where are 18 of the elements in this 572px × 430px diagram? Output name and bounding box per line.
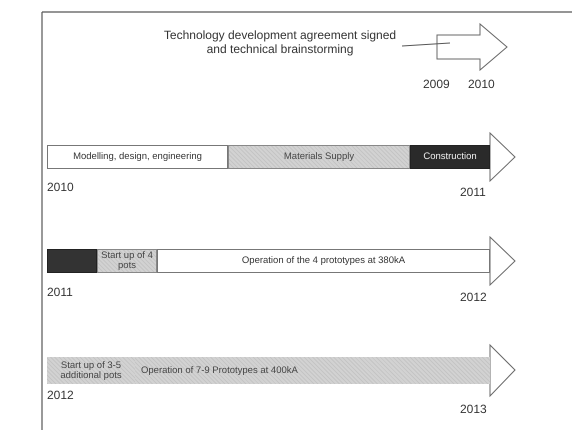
year-label: 2010 (47, 180, 74, 194)
year-label: 2012 (460, 290, 487, 304)
year-label: 2012 (47, 388, 74, 402)
timeline-segment: Materials Supply (228, 145, 410, 169)
timeline-segment (47, 249, 97, 273)
block-arrow (436, 22, 508, 72)
timeline-segment: Construction (410, 145, 490, 169)
year-label: 2013 (460, 402, 487, 416)
year-label: 2010 (468, 77, 495, 91)
year-label: 2011 (460, 185, 486, 199)
timeline-segment: Start up of 3-5 additional pots (47, 357, 135, 384)
year-label: 2009 (423, 77, 450, 91)
timeline-segment: Start up of 4 pots (97, 249, 157, 273)
leader-line (402, 42, 450, 46)
timeline-segment: Modelling, design, engineering (47, 145, 228, 169)
annotation-text: Technology development agreement signed and technical brainstorming (160, 27, 400, 57)
timeline-segment: Operation of 7-9 Prototypes at 400kA (135, 357, 490, 384)
year-label: 2011 (47, 285, 73, 299)
